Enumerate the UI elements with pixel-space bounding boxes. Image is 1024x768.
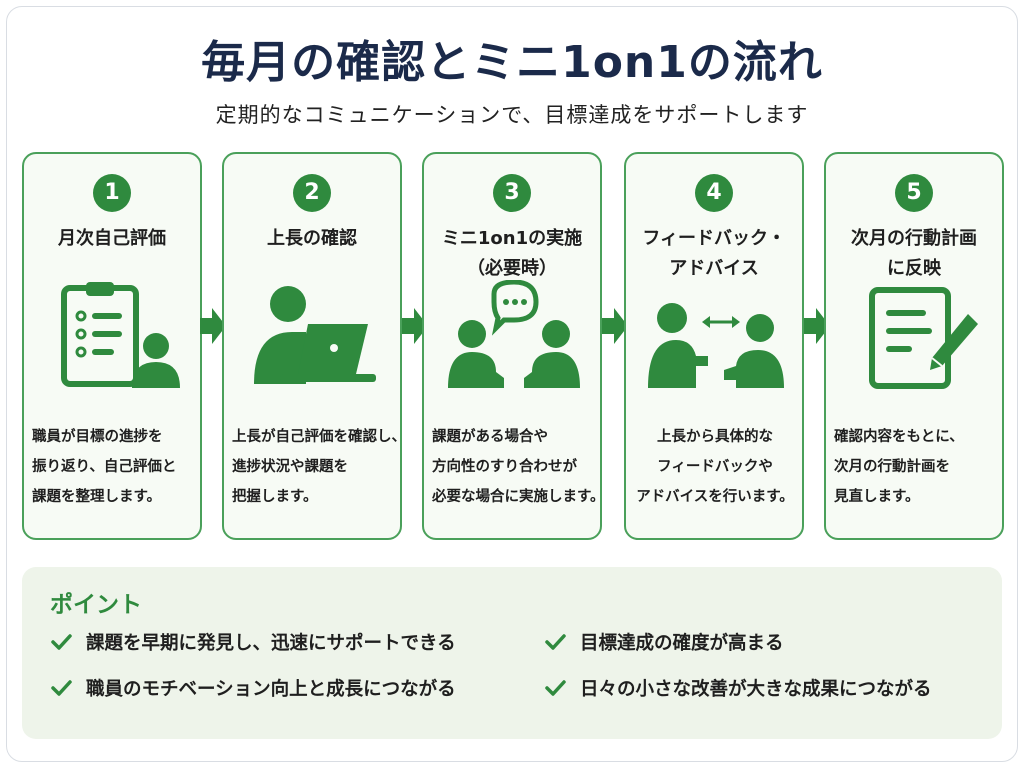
point-item: 日々の小さな改善が大きな成果につながる bbox=[544, 675, 932, 701]
check-icon bbox=[545, 680, 566, 696]
step-title: フィードバック・ アドバイス bbox=[642, 228, 786, 279]
check-icon bbox=[51, 680, 72, 696]
arrow-right-icon bbox=[402, 308, 428, 344]
page-subtitle: 定期的なコミュニケーションで、目標達成をサポートします bbox=[215, 103, 809, 127]
point-item: 課題を早期に発見し、迅速にサポートできる bbox=[50, 629, 456, 655]
step-description: 確認内容をもとに、 次月の行動計画を 見直します。 bbox=[834, 429, 964, 505]
step-card-2: 2 上長の確認 上長が自己評価を確認し、 進捗状況や課題を 把握します。 bbox=[222, 152, 406, 540]
step-card-3: 3 ミニ1on1の実施 （必要時） 課題がある場合や 方向性のすり合わせが 必要… bbox=[422, 152, 605, 540]
step-description: 職員が目標の進捗を 振り返り、自己評価と 課題を整理します。 bbox=[32, 429, 177, 505]
point-item: 目標達成の確度が高まる bbox=[544, 629, 784, 655]
step-number-badge: 5 bbox=[895, 174, 933, 212]
step-card-1: 1 月次自己評価 職員が目標の進捗を 振り返り、自己評価と 課題を整理します。 bbox=[22, 152, 202, 540]
arrow-right-icon bbox=[200, 308, 226, 344]
step-number-badge: 3 bbox=[493, 174, 531, 212]
two-people-chat-icon bbox=[448, 280, 580, 388]
step-title: 次月の行動計画 に反映 bbox=[851, 228, 977, 279]
two-people-exchange-icon bbox=[648, 303, 784, 388]
step-card-4: 4 フィードバック・ アドバイス 上長から具体的な フィードバックや アドバイス… bbox=[624, 152, 804, 540]
step-number-badge: 4 bbox=[695, 174, 733, 212]
points-title: ポイント bbox=[50, 592, 142, 618]
document-pencil-icon bbox=[869, 287, 978, 389]
step-title: ミニ1on1の実施 （必要時） bbox=[441, 228, 583, 279]
page-title: 毎月の確認とミニ1on1の流れ bbox=[201, 37, 823, 88]
step-number-badge: 2 bbox=[293, 174, 331, 212]
step-title: 月次自己評価 bbox=[58, 228, 166, 249]
step-title: 上長の確認 bbox=[267, 228, 357, 249]
step-card-5: 5 次月の行動計画 に反映 確認内容をもとに、 次月の行動計画を 見直します。 bbox=[824, 152, 1004, 540]
step-description: 上長から具体的な フィードバックや アドバイスを行います。 bbox=[636, 429, 794, 505]
step-description: 上長が自己評価を確認し、 進捗状況や課題を 把握します。 bbox=[232, 429, 406, 505]
arrow-right-icon bbox=[804, 308, 830, 344]
person-laptop-icon bbox=[254, 286, 376, 384]
step-number-badge: 1 bbox=[93, 174, 131, 212]
points-panel: ポイント 課題を早期に発見し、迅速にサポートできる 目標達成の確度が高まる 職員… bbox=[22, 567, 1002, 739]
check-icon bbox=[545, 634, 566, 650]
check-icon bbox=[51, 634, 72, 650]
step-description: 課題がある場合や 方向性のすり合わせが 必要な場合に実施します。 bbox=[432, 429, 605, 505]
point-item: 職員のモチベーション向上と成長につながる bbox=[50, 675, 456, 701]
clipboard-checklist-person-icon bbox=[61, 282, 180, 388]
arrow-right-icon bbox=[602, 308, 628, 344]
